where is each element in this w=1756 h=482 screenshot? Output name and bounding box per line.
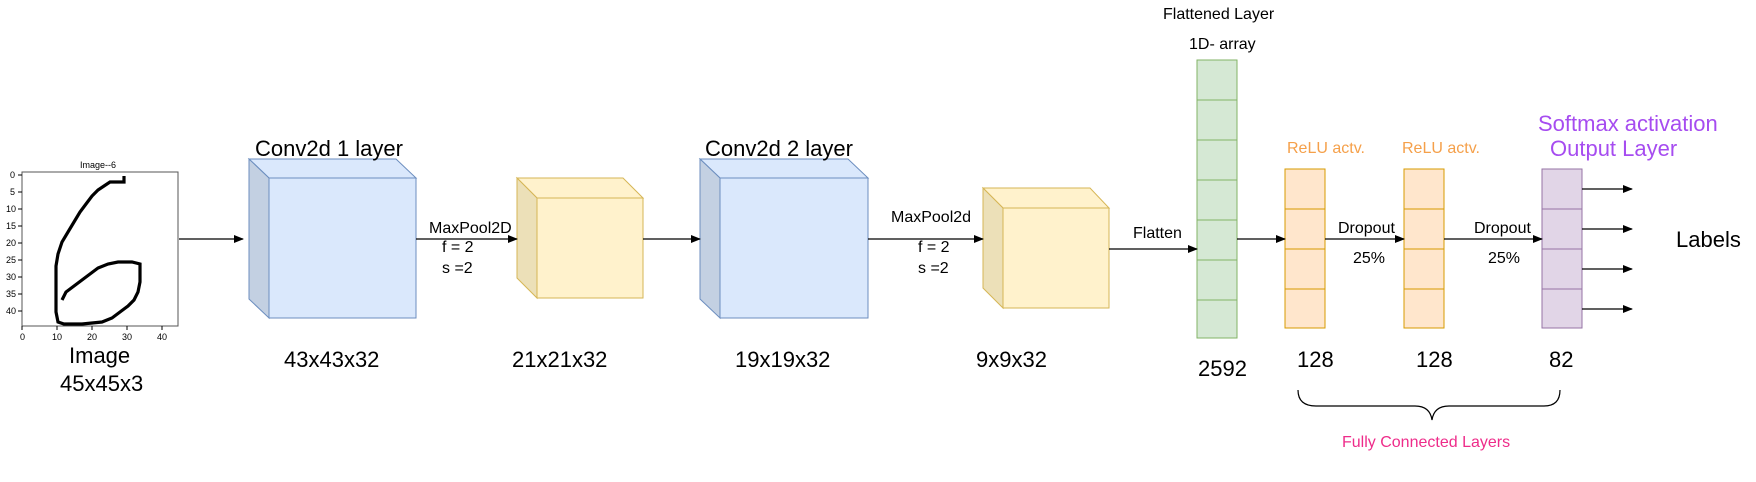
pool1-s: s =2 <box>442 260 473 277</box>
labels-text: Labels <box>1676 227 1741 252</box>
input-dims: 45x45x3 <box>60 371 144 396</box>
pool1-block <box>515 176 645 300</box>
dense2-title: ReLU actv. <box>1402 140 1480 157</box>
flatten-title: Flattened Layer <box>1163 6 1275 23</box>
pool1-dims: 21x21x32 <box>512 347 608 372</box>
y-tick-label: 20 <box>6 238 17 248</box>
conv2-dims: 19x19x32 <box>735 347 831 372</box>
x-tick-label: 10 <box>52 332 63 342</box>
pool1-f: f = 2 <box>442 239 474 256</box>
dense1-size: 128 <box>1297 347 1334 372</box>
conv1-title: Conv2d 1 layer <box>255 136 403 161</box>
conv2-title: Conv2d 2 layer <box>705 136 853 161</box>
output-column <box>1541 168 1583 329</box>
conv1-block <box>247 157 418 320</box>
dropout1-rate: 25% <box>1353 250 1386 267</box>
pool2-f: f = 2 <box>918 239 950 256</box>
dropout1-label: Dropout <box>1338 220 1395 237</box>
input-image-plot <box>18 171 179 330</box>
output-title-line1: Softmax activation <box>1538 111 1718 136</box>
x-tick-label: 30 <box>122 332 133 342</box>
dense1-title: ReLU actv. <box>1287 140 1365 157</box>
plot-ticks <box>18 174 163 330</box>
dense2-column <box>1403 168 1445 329</box>
dense1-column <box>1284 168 1326 329</box>
conv1-dims: 43x43x32 <box>284 347 380 372</box>
y-tick-label: 30 <box>6 272 17 282</box>
fc-group-label: Fully Connected Layers <box>1342 434 1511 451</box>
flow-arrows <box>179 185 1633 313</box>
dropout2-label: Dropout <box>1474 220 1531 237</box>
x-tick-label: 20 <box>87 332 98 342</box>
output-size: 82 <box>1549 347 1574 372</box>
flatten-size: 2592 <box>1198 356 1247 381</box>
pool2-block <box>981 186 1111 310</box>
dropout2-rate: 25% <box>1488 250 1521 267</box>
y-tick-label: 40 <box>6 306 17 316</box>
y-tick-label: 25 <box>6 255 17 265</box>
pool2-s: s =2 <box>918 260 949 277</box>
y-tick-label: 10 <box>6 204 17 214</box>
dense2-size: 128 <box>1416 347 1453 372</box>
pool1-op: MaxPool2D <box>429 220 512 237</box>
x-tick-label: 40 <box>157 332 168 342</box>
pool2-op: MaxPool2d <box>891 209 972 226</box>
y-tick-label: 0 <box>10 170 16 180</box>
conv2-block <box>698 157 870 320</box>
plot-title: Image--6 <box>80 160 117 170</box>
input-label: Image <box>69 343 131 368</box>
flatten-column <box>1196 59 1238 339</box>
plot-frame <box>21 171 179 327</box>
y-tick-label: 15 <box>6 221 17 231</box>
pool2-dims: 9x9x32 <box>976 347 1047 372</box>
output-title-line2: Output Layer <box>1550 136 1678 161</box>
x-tick-label: 0 <box>20 332 26 342</box>
y-tick-label: 35 <box>6 289 17 299</box>
y-tick-label: 5 <box>10 187 16 197</box>
flatten-subtitle: 1D- array <box>1189 36 1256 53</box>
flatten-op: Flatten <box>1133 225 1182 242</box>
digit-stroke <box>54 176 142 326</box>
fc-brace <box>1297 389 1561 421</box>
